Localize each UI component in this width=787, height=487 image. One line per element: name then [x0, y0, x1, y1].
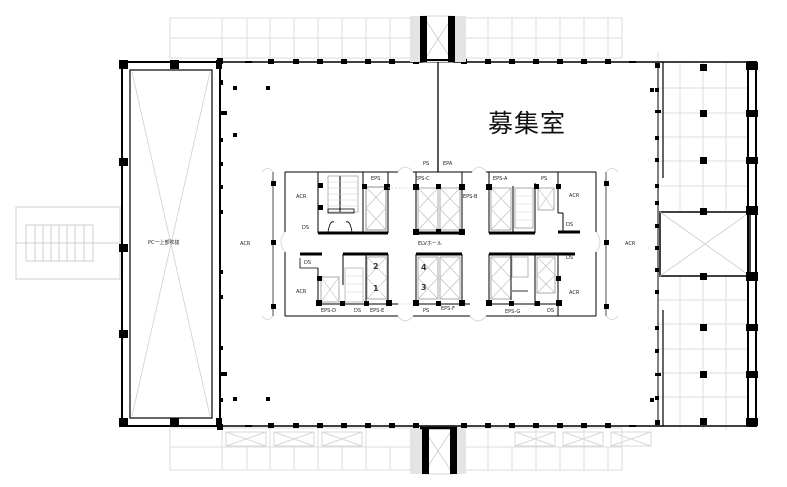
elevator-number-1: 1: [373, 284, 379, 293]
label-acr-lt: ACR: [296, 194, 307, 200]
vacant-room-title: 募集室: [488, 109, 567, 138]
elevator-number-2: 2: [373, 262, 379, 271]
south-shaft: [410, 426, 466, 475]
label-ps-right: PS: [541, 176, 547, 182]
label-eps-g: EPS-G: [505, 309, 520, 315]
label-ds-rt: DS: [566, 222, 573, 228]
columns: [217, 58, 758, 430]
label-epa: EPA: [443, 161, 453, 167]
label-acr-lb: ACR: [296, 289, 307, 295]
room-labels: PS EPA EPS EPS-C EPS-B EPS-A PS ACR ACR …: [148, 161, 636, 315]
label-ds-rb: DS: [566, 255, 573, 261]
label-ps-top: PS: [423, 161, 429, 167]
grid-lines: [169, 17, 748, 471]
label-west-void: PC一上部吹抜: [148, 239, 180, 246]
label-ds-g: DS: [547, 308, 554, 314]
label-acr-rt: ACR: [569, 193, 580, 199]
label-ds-lb: DS: [304, 260, 311, 266]
elevator-number-4: 4: [421, 263, 427, 272]
elevator-number-3: 3: [421, 283, 427, 292]
terrace-planters: [225, 431, 652, 447]
label-acr-east: ACR: [625, 241, 636, 247]
core-columns: [271, 181, 609, 309]
label-eps: EPS: [371, 176, 380, 182]
label-ds-mid: DS: [354, 308, 361, 314]
label-ds-lt: DS: [302, 225, 309, 231]
label-elv-hall: ELVホール: [418, 241, 442, 247]
label-eps-e: EPS-E: [370, 308, 384, 314]
label-eps-b: EPS-B: [463, 194, 478, 200]
north-shaft: [410, 15, 466, 172]
right-connector-void-x: [659, 211, 751, 277]
west-stair-annex: [15, 206, 121, 280]
core: [272, 171, 607, 317]
label-eps-d: EPS-D: [321, 308, 336, 314]
label-acr-west: ACR: [240, 241, 251, 247]
label-eps-f: EPS-F: [441, 306, 455, 312]
label-eps-a: EPS-A: [493, 176, 508, 182]
label-acr-rb: ACR: [569, 290, 580, 296]
label-eps-c: EPS-C: [415, 176, 430, 182]
door-swings: [261, 166, 619, 322]
label-ps-bottom: PS: [423, 308, 429, 314]
